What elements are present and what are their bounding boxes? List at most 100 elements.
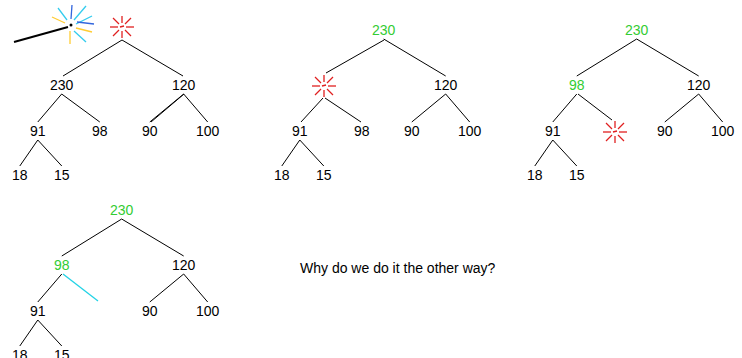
heap-key: 15 [567, 167, 587, 183]
heap-key: 230 [48, 77, 75, 93]
tree-edge [20, 140, 38, 166]
key-text: 98 [569, 77, 585, 93]
heap-key: 230 [108, 202, 135, 218]
heap-key: 18 [525, 167, 545, 183]
key-text: 90 [404, 123, 420, 139]
tree-edge [699, 94, 723, 122]
removed-marker [312, 75, 336, 97]
tree-edge [665, 94, 699, 122]
tree-edge [637, 39, 699, 76]
heap-key: 230 [623, 22, 650, 38]
key-text: 100 [711, 123, 734, 139]
removed-link [63, 274, 98, 301]
tree-edge [553, 94, 577, 122]
heap-key: 98 [352, 123, 372, 139]
tree-line [122, 40, 183, 76]
fuse-sparkle [14, 5, 94, 44]
key-text: 230 [110, 202, 133, 218]
key-text: 18 [274, 167, 290, 183]
tree-edge [150, 94, 184, 122]
key-text: 15 [569, 167, 585, 183]
tree-edge [184, 274, 208, 302]
tree-line [326, 40, 384, 73]
heap-key: 18 [10, 347, 30, 358]
tree-edge [38, 274, 62, 302]
heap-key: 120 [170, 257, 197, 273]
tree-line [301, 98, 323, 122]
key-text: 230 [372, 22, 395, 38]
tree-edge [535, 140, 553, 166]
heap-key: 18 [10, 167, 30, 183]
tree-edge [412, 94, 446, 122]
key-text: 120 [687, 77, 710, 93]
tree-edge [300, 140, 324, 166]
key-text: 98 [54, 257, 70, 273]
key-text: 18 [527, 167, 543, 183]
key-text: 91 [292, 123, 308, 139]
heap-key: 100 [194, 303, 221, 319]
key-text: 15 [316, 167, 332, 183]
key-text: 90 [142, 123, 158, 139]
question-note: Why do we do it the other way? [300, 260, 495, 276]
tree-edge [38, 320, 62, 346]
key-text: 230 [50, 77, 73, 93]
key-text: 15 [54, 347, 70, 358]
heap-key: 230 [370, 22, 397, 38]
tree-edge [282, 140, 300, 166]
key-text: 100 [196, 123, 219, 139]
key-text: 120 [434, 77, 457, 93]
heap-key: 90 [402, 123, 422, 139]
key-text: 91 [545, 123, 561, 139]
heap-key: 100 [709, 123, 736, 139]
key-text: 120 [172, 77, 195, 93]
heap-key: 120 [170, 77, 197, 93]
heap-key: 90 [655, 123, 675, 139]
tree-edge [38, 140, 62, 166]
key-text: 98 [354, 123, 370, 139]
heap-key: 100 [456, 123, 483, 139]
heap-key: 15 [52, 167, 72, 183]
heap-key: 18 [272, 167, 292, 183]
heap-key: 90 [140, 303, 160, 319]
heap-key: 100 [194, 123, 221, 139]
heap-key: 98 [52, 257, 72, 273]
heap-key: 91 [28, 303, 48, 319]
key-text: 90 [142, 303, 158, 319]
tree-edge [446, 94, 470, 122]
heap-key: 91 [290, 123, 310, 139]
heap-key: 98 [90, 123, 110, 139]
tree-edge [184, 94, 208, 122]
heap-key: 120 [685, 77, 712, 93]
tree-edge [577, 39, 637, 76]
key-text: 100 [196, 303, 219, 319]
key-text: 91 [30, 303, 46, 319]
tree-edge [150, 274, 184, 302]
key-text: 120 [172, 257, 195, 273]
tree-line [578, 94, 612, 120]
tree-line [325, 98, 361, 122]
key-text: 18 [12, 347, 28, 358]
heap-key: 120 [432, 77, 459, 93]
key-text: 18 [12, 167, 28, 183]
tree-edge [553, 140, 577, 166]
tree-edge [62, 94, 100, 122]
tree-edge [38, 94, 62, 122]
key-text: 15 [54, 167, 70, 183]
heap-key: 91 [28, 123, 48, 139]
heap-key: 15 [52, 347, 72, 358]
heap-key: 98 [567, 77, 587, 93]
tree-line [63, 40, 122, 76]
removed-marker [603, 121, 627, 143]
heap-key: 15 [314, 167, 334, 183]
heap-key: 90 [140, 123, 160, 139]
tree-edge [62, 219, 122, 256]
key-text: 98 [92, 123, 108, 139]
key-text: 90 [657, 123, 673, 139]
key-text: 91 [30, 123, 46, 139]
removed-marker [110, 16, 134, 38]
key-text: 230 [625, 22, 648, 38]
heap-key: 91 [543, 123, 563, 139]
key-text: 100 [458, 123, 481, 139]
